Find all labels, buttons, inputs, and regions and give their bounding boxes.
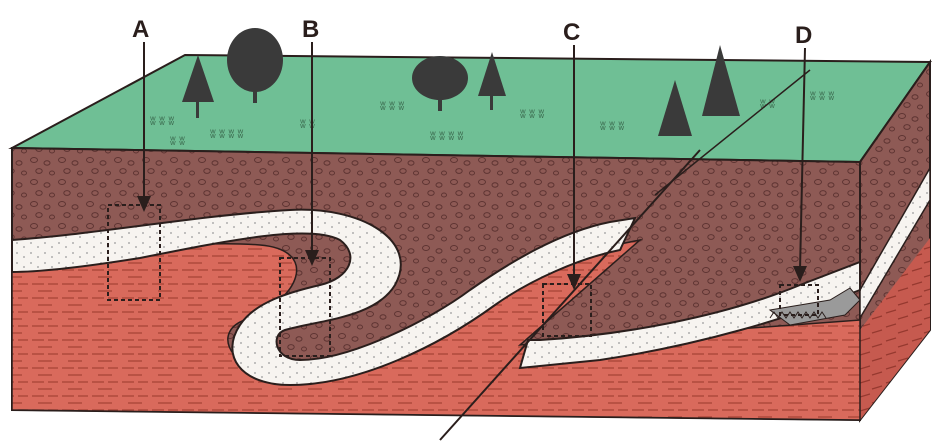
- svg-text:ʬ ʬ ʬ: ʬ ʬ ʬ: [150, 114, 174, 128]
- label-a: A: [132, 16, 149, 43]
- svg-text:ʬ ʬ ʬ ʬ: ʬ ʬ ʬ ʬ: [430, 129, 463, 143]
- svg-text:ʬ ʬ ʬ: ʬ ʬ ʬ: [380, 99, 404, 113]
- svg-text:ʬ ʬ ʬ: ʬ ʬ ʬ: [600, 119, 624, 133]
- label-d: D: [795, 22, 812, 49]
- svg-text:ʬ ʬ ʬ: ʬ ʬ ʬ: [810, 89, 834, 103]
- label-b: B: [302, 16, 319, 43]
- svg-text:ʬ ʬ ʬ: ʬ ʬ ʬ: [520, 107, 544, 121]
- grass-surface: [12, 55, 930, 162]
- label-c: C: [563, 19, 580, 46]
- svg-text:ʬ ʬ ʬ ʬ: ʬ ʬ ʬ ʬ: [210, 127, 243, 141]
- svg-text:ʬ ʬ: ʬ ʬ: [170, 134, 185, 148]
